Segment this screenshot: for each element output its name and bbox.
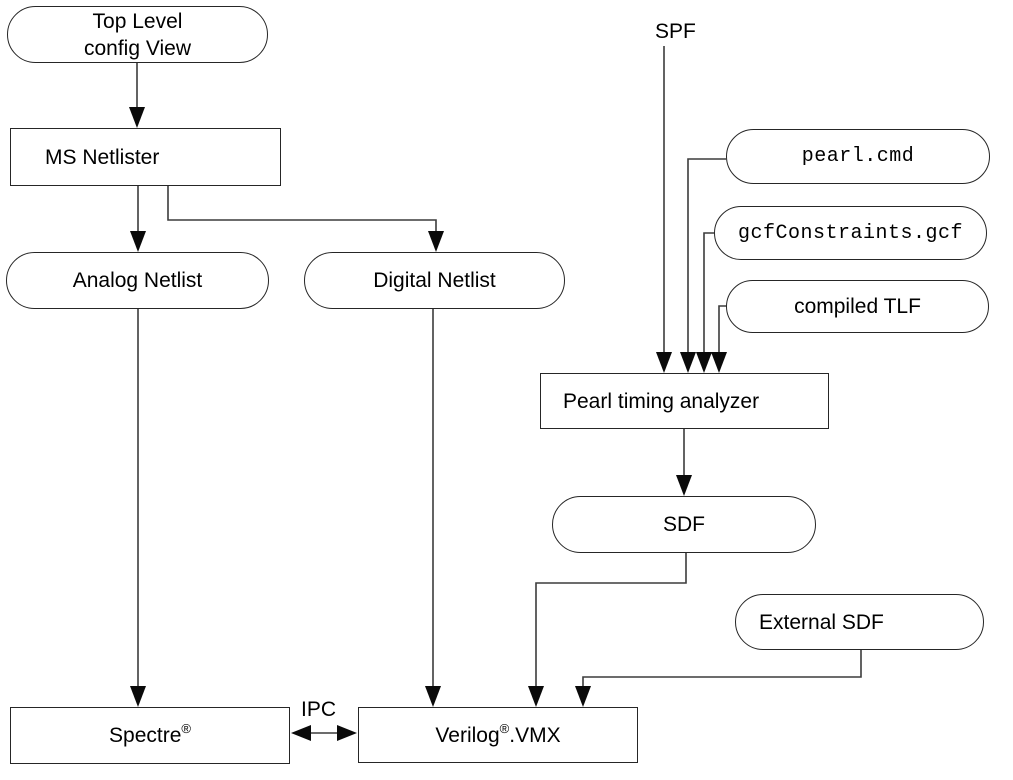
node-pearl-cmd: pearl.cmd xyxy=(726,129,990,184)
arrowhead xyxy=(129,107,145,128)
node-label: Verilog®.VMX xyxy=(435,720,561,747)
arrowhead xyxy=(711,352,727,373)
node-label: gcfConstraints.gcf xyxy=(737,221,964,245)
node-gcf-constraints-gcf: gcfConstraints.gcf xyxy=(714,206,987,260)
edge-external-sdf-to-verilog xyxy=(575,650,862,707)
arrowhead-right xyxy=(337,725,357,741)
arrowhead xyxy=(130,686,146,707)
arrowhead xyxy=(676,475,692,496)
node-sdf: SDF xyxy=(552,496,816,553)
node-label: Pearl timing analyzer xyxy=(563,389,760,413)
node-top-level-config-view: Top Level config View xyxy=(7,6,268,63)
node-compiled-tlf: compiled TLF xyxy=(726,280,989,333)
node-ms-netlister: MS Netlister xyxy=(10,128,281,186)
edge-digital-netlist-to-verilog xyxy=(425,309,441,707)
edge-sdf-to-verilog xyxy=(528,553,687,707)
node-analog-netlist: Analog Netlist xyxy=(6,252,269,309)
node-spectre: Spectre® xyxy=(10,707,290,764)
edge-pearl-cmd-to-pearl-timing-analyzer xyxy=(680,158,726,373)
arrowhead xyxy=(130,231,146,252)
node-pearl-timing-analyzer: Pearl timing analyzer xyxy=(540,373,829,429)
node-label-line: Top Level xyxy=(92,9,183,33)
edge-pearl-timing-analyzer-to-sdf xyxy=(676,429,692,496)
arrowhead-left xyxy=(291,725,311,741)
label-spf: SPF xyxy=(655,20,696,43)
edge-top-level-to-ms-netlister xyxy=(129,63,145,128)
node-label: Digital Netlist xyxy=(373,269,496,292)
edge-ms-netlister-to-analog-netlist xyxy=(130,186,146,252)
edge-compiled-tlf-to-pearl-timing-analyzer xyxy=(711,305,727,373)
arrowhead xyxy=(425,686,441,707)
arrowhead xyxy=(428,231,444,252)
node-label: External SDF xyxy=(759,610,884,634)
arrowhead xyxy=(656,352,672,373)
edge-analog-netlist-to-spectre xyxy=(130,309,146,707)
label-ipc: IPC xyxy=(301,698,337,721)
arrowhead xyxy=(696,352,712,373)
edge-spectre-verilog-ipc xyxy=(291,725,357,741)
arrowhead xyxy=(528,686,544,707)
node-label: MS Netlister xyxy=(45,145,160,169)
registered-trademark-symbol: ® xyxy=(499,720,510,736)
node-external-sdf: External SDF xyxy=(735,594,984,650)
node-digital-netlist: Digital Netlist xyxy=(304,252,565,309)
edge-ms-netlister-to-digital-netlist xyxy=(167,186,444,252)
node-label: Spectre® xyxy=(109,721,191,747)
edge-gcf-constraints-to-pearl-timing-analyzer xyxy=(696,232,714,373)
node-verilog-vmx: Verilog®.VMX xyxy=(358,707,638,763)
edge-spf-to-pearl-timing-analyzer xyxy=(656,46,672,373)
arrowhead xyxy=(575,686,591,707)
node-label: SDF xyxy=(663,513,705,536)
node-label: pearl.cmd xyxy=(801,145,915,168)
arrowhead xyxy=(680,352,696,373)
node-label: Analog Netlist xyxy=(72,269,203,292)
node-label-line: config View xyxy=(83,36,191,60)
registered-trademark-symbol: ® xyxy=(181,721,191,736)
node-label: compiled TLF xyxy=(794,295,921,318)
